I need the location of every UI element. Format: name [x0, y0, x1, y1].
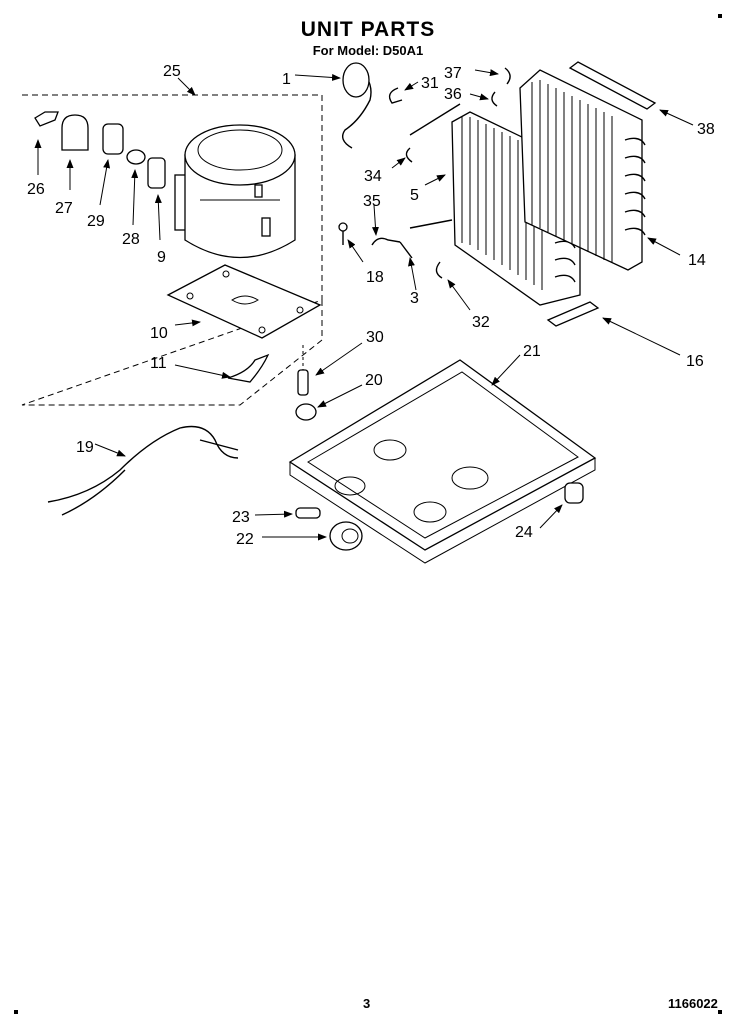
callout-24: 24: [515, 524, 533, 541]
overload-protector: [102, 123, 124, 155]
compressor-group-dashed-box: [21, 94, 323, 406]
mounting-bolt: [338, 222, 348, 232]
callout-14: 14: [688, 252, 706, 269]
callout-16: 16: [686, 353, 704, 370]
document-code: 1166022: [668, 996, 718, 1011]
clip-37: [504, 67, 511, 85]
compressor: [174, 124, 296, 259]
callout-25: 25: [163, 63, 181, 80]
callout-29: 29: [87, 213, 105, 230]
callout-36: 36: [444, 86, 462, 103]
model-subtitle: For Model: D50A1: [312, 43, 424, 58]
mounting-plate: [166, 264, 322, 339]
callout-32: 32: [472, 314, 490, 331]
callout-28: 28: [122, 231, 140, 248]
bracket: [227, 353, 270, 383]
callout-11: 11: [150, 355, 167, 372]
standoff: [297, 369, 309, 396]
top-foam-bar: [568, 61, 657, 110]
callout-10: 10: [150, 325, 168, 342]
callout-3: 3: [410, 290, 419, 307]
callout-31: 31: [421, 75, 439, 92]
callout-34: 34: [364, 168, 382, 185]
callout-23: 23: [232, 509, 250, 526]
callout-19: 19: [76, 439, 94, 456]
axle-pin: [295, 507, 321, 519]
corner-mark-bottom-right: [718, 1010, 722, 1014]
callout-1: 1: [282, 71, 291, 88]
base-pan: [288, 359, 597, 564]
callout-27: 27: [55, 200, 73, 217]
callout-5: 5: [410, 187, 419, 204]
wiring-harness: [47, 425, 239, 503]
terminal-clip: [34, 111, 59, 127]
callout-38: 38: [697, 121, 715, 138]
clip-36: [491, 91, 498, 107]
capillary-tube: [371, 237, 401, 246]
gasket: [126, 149, 146, 165]
corner-mark-top-right: [718, 14, 722, 18]
clip-32: [435, 261, 443, 279]
callout-35: 35: [363, 193, 381, 210]
corner-mark-bottom-left: [14, 1010, 18, 1014]
callout-26: 26: [27, 181, 45, 198]
page-title: UNIT PARTS: [300, 18, 436, 41]
callout-22: 22: [236, 531, 254, 548]
callout-37: 37: [444, 65, 462, 82]
drain-rod: [409, 103, 461, 136]
callout-21: 21: [523, 343, 541, 360]
callout-18: 18: [366, 269, 384, 286]
clip-31: [388, 87, 403, 104]
rubber-grommet: [295, 403, 317, 421]
rubber-foot: [564, 482, 584, 504]
caster-wheel: [329, 521, 363, 551]
callout-9: 9: [157, 249, 166, 266]
terminal-block: [147, 157, 166, 189]
terminal-cover: [61, 114, 89, 151]
page-number: 3: [363, 996, 371, 1011]
clip-34: [405, 147, 413, 163]
bottom-foam-bar: [546, 301, 600, 327]
callout-30: 30: [366, 329, 384, 346]
evaporator-coil: [519, 69, 646, 271]
callout-20: 20: [365, 372, 383, 389]
